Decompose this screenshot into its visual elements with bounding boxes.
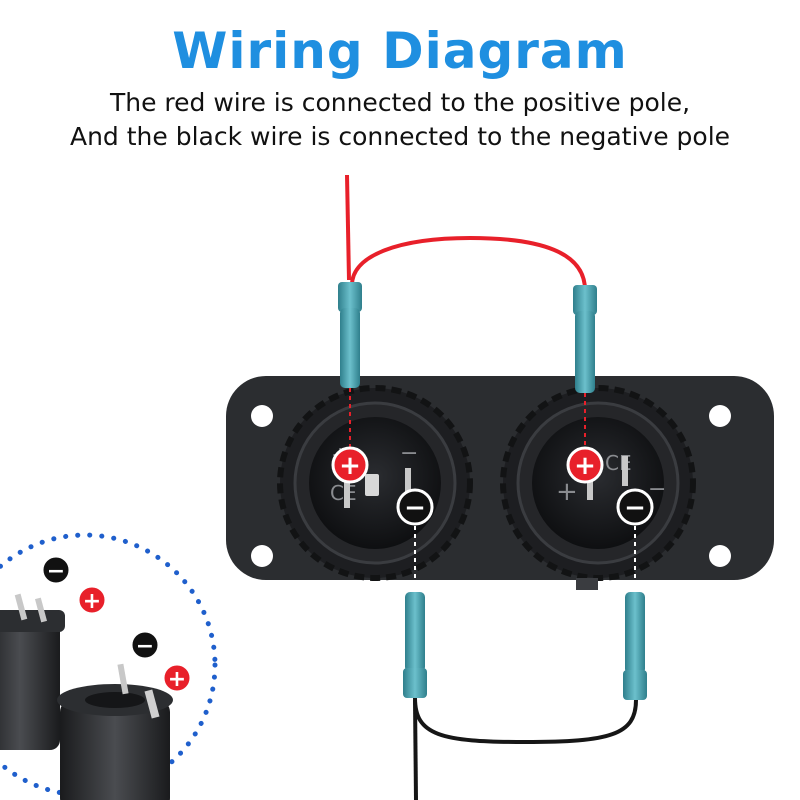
right-socket: CE + −: [500, 385, 696, 581]
connector-bottom-right: [623, 592, 647, 700]
subtitle-line-1: The red wire is connected to the positiv…: [109, 88, 691, 117]
black-wire-jumper: [413, 697, 638, 745]
left-positive-marker: +: [331, 446, 369, 484]
inset-negative-marker-1: −: [40, 554, 72, 586]
positive-icon: +: [83, 589, 101, 614]
inset-positive-marker-1: +: [76, 584, 108, 616]
black-wire-output: [413, 699, 418, 800]
right-negative-marker: −: [616, 488, 654, 526]
diagram-title: Wiring Diagram: [172, 22, 628, 80]
connector-bottom-left: [403, 592, 427, 698]
negative-icon: −: [624, 493, 646, 523]
right-positive-marker: +: [566, 446, 604, 484]
negative-icon: −: [404, 493, 426, 523]
negative-icon: −: [136, 634, 154, 659]
inset-plugs: [0, 532, 218, 800]
left-socket-ce-label: CE: [330, 481, 357, 505]
inset-positive-marker-2: +: [161, 662, 193, 694]
right-socket-plus-label: +: [556, 477, 578, 507]
mount-hole-tr: [709, 405, 731, 427]
panel-tab: [576, 578, 598, 590]
mount-hole-br: [709, 545, 731, 567]
mount-hole-bl: [251, 545, 273, 567]
connector-top-right: [573, 285, 597, 393]
red-wire-input: [345, 174, 351, 281]
negative-icon: −: [47, 559, 65, 584]
subtitle-line-2: And the black wire is connected to the n…: [69, 122, 731, 151]
diagram-subtitle: The red wire is connected to the positiv…: [0, 86, 800, 154]
red-wire-jumper: [350, 235, 587, 291]
positive-icon: +: [339, 451, 361, 481]
connector-top-left: [338, 282, 362, 388]
right-socket-minus-label: −: [648, 477, 666, 502]
inset-negative-marker-2: −: [129, 629, 161, 661]
positive-icon: +: [168, 667, 186, 692]
left-negative-marker: −: [396, 488, 434, 526]
left-socket: CE + −: [277, 385, 473, 581]
left-socket-minus-label: −: [400, 441, 418, 466]
positive-icon: +: [574, 451, 596, 481]
mount-hole-tl: [251, 405, 273, 427]
